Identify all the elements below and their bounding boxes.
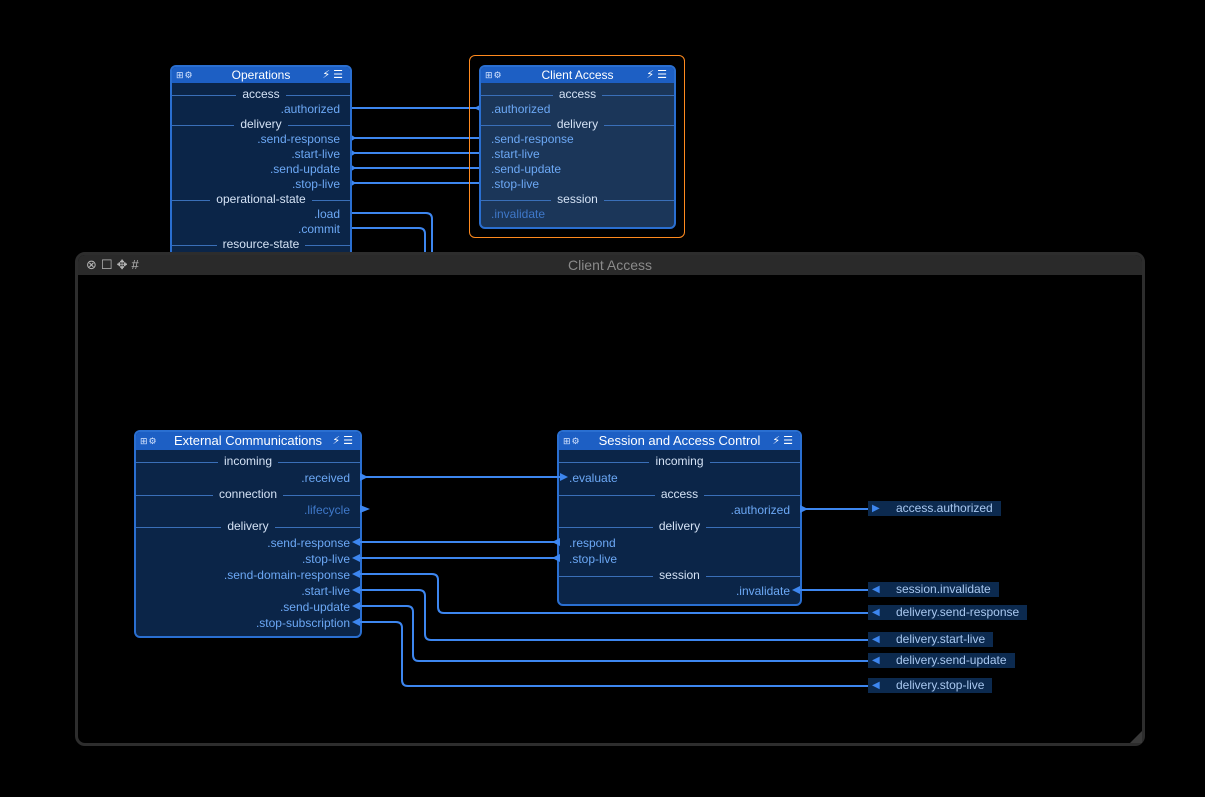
back-icon: ◀ xyxy=(872,634,880,645)
back-icon: ◀ xyxy=(872,584,880,595)
node-title: Session and Access Control xyxy=(598,433,761,448)
window-title: Client Access xyxy=(567,257,653,273)
tag-delivery-send-response[interactable]: ◀delivery.send-response xyxy=(868,605,1028,620)
port-load[interactable]: .load xyxy=(313,207,340,221)
section-session: session xyxy=(559,568,800,583)
operations-node-header[interactable]: ⊞⚙ Operations ⚡☰ xyxy=(172,67,350,83)
operations-node[interactable]: ⊞⚙ Operations ⚡☰ access .authorized deli… xyxy=(170,65,352,265)
section-delivery: delivery xyxy=(136,519,360,534)
port-evaluate[interactable]: .evaluate xyxy=(569,471,618,485)
section-resource-state: resource-state xyxy=(172,237,350,252)
external-communications-node[interactable]: ⊞⚙ External Communications ⚡☰ incoming .… xyxy=(134,430,362,638)
external-communications-node-header[interactable]: ⊞⚙ External Communications ⚡☰ xyxy=(136,432,360,450)
port-send-update[interactable]: .send-update xyxy=(269,162,340,176)
node-title: Client Access xyxy=(541,68,614,82)
section-delivery: delivery xyxy=(559,519,800,534)
window-titlebar[interactable]: ⊗☐✥# Client Access xyxy=(78,255,1142,275)
port-stop-subscription[interactable]: .stop-subscription xyxy=(255,616,350,630)
tag-session-invalidate[interactable]: ◀session.invalidate xyxy=(868,582,999,597)
session-access-control-node-header[interactable]: ⊞⚙ Session and Access Control ⚡☰ xyxy=(559,432,800,450)
node-type-icon[interactable]: ⊞⚙ xyxy=(140,436,158,446)
section-access: access xyxy=(559,487,800,502)
port-stop-live[interactable]: .stop-live xyxy=(301,552,350,566)
port-start-live[interactable]: .start-live xyxy=(491,147,540,161)
port-respond[interactable]: .respond xyxy=(569,536,616,550)
section-operational-state: operational-state xyxy=(172,192,350,207)
section-access: access xyxy=(481,87,674,102)
port-received[interactable]: .received xyxy=(301,471,350,485)
port-send-domain-response[interactable]: .send-domain-response xyxy=(223,568,350,582)
grid-icon[interactable]: # xyxy=(131,257,143,272)
client-access-node-header[interactable]: ⊞⚙ Client Access ⚡☰ xyxy=(481,67,674,83)
node-actions-icon[interactable]: ⚡☰ xyxy=(772,435,796,447)
port-start-live[interactable]: .start-live xyxy=(291,147,340,161)
resize-handle[interactable] xyxy=(1130,731,1142,743)
section-access: access xyxy=(172,87,350,102)
tag-delivery-start-live[interactable]: ◀delivery.start-live xyxy=(868,632,994,647)
section-delivery: delivery xyxy=(481,117,674,132)
selection-outline xyxy=(469,55,685,238)
section-connection: connection xyxy=(136,487,360,502)
node-type-icon[interactable]: ⊞⚙ xyxy=(485,70,503,80)
back-icon: ◀ xyxy=(872,680,880,691)
port-stop-live[interactable]: .stop-live xyxy=(569,552,618,566)
client-access-node[interactable]: ⊞⚙ Client Access ⚡☰ access .authorized d… xyxy=(479,65,676,229)
session-access-control-node[interactable]: ⊞⚙ Session and Access Control ⚡☰ incomin… xyxy=(557,430,802,606)
port-start-live[interactable]: .start-live xyxy=(301,584,350,598)
tag-delivery-stop-live[interactable]: ◀delivery.stop-live xyxy=(868,678,993,693)
port-authorized[interactable]: .authorized xyxy=(730,503,790,517)
port-commit[interactable]: .commit xyxy=(298,222,340,236)
back-icon: ◀ xyxy=(872,655,880,666)
port-authorized[interactable]: .authorized xyxy=(280,102,340,116)
tag-access-authorized[interactable]: ▶access.authorized xyxy=(868,501,1001,516)
port-authorized[interactable]: .authorized xyxy=(491,102,551,116)
node-actions-icon[interactable]: ⚡☰ xyxy=(322,69,346,81)
node-title: Operations xyxy=(231,68,291,82)
move-icon[interactable]: ✥ xyxy=(116,257,132,272)
tag-delivery-send-update[interactable]: ◀delivery.send-update xyxy=(868,653,1015,668)
port-send-response[interactable]: .send-response xyxy=(267,536,350,550)
port-stop-live[interactable]: .stop-live xyxy=(491,177,540,191)
maximize-icon[interactable]: ☐ xyxy=(100,257,117,272)
port-invalidate[interactable]: .invalidate xyxy=(491,207,546,221)
node-type-icon[interactable]: ⊞⚙ xyxy=(176,70,194,80)
port-stop-live[interactable]: .stop-live xyxy=(291,177,340,191)
node-type-icon[interactable]: ⊞⚙ xyxy=(563,436,581,446)
node-actions-icon[interactable]: ⚡☰ xyxy=(646,69,670,81)
section-incoming: incoming xyxy=(136,454,360,469)
port-send-response[interactable]: .send-response xyxy=(491,132,574,146)
section-delivery: delivery xyxy=(172,117,350,132)
back-icon: ◀ xyxy=(872,607,880,618)
node-title: External Communications xyxy=(173,433,323,448)
port-send-update[interactable]: .send-update xyxy=(279,600,350,614)
port-invalidate[interactable]: .invalidate xyxy=(735,584,790,598)
close-icon[interactable]: ⊗ xyxy=(86,257,101,272)
port-lifecycle[interactable]: .lifecycle xyxy=(303,503,350,517)
port-send-response[interactable]: .send-response xyxy=(257,132,340,146)
section-incoming: incoming xyxy=(559,454,800,469)
node-actions-icon[interactable]: ⚡☰ xyxy=(332,435,356,447)
play-icon: ▶ xyxy=(872,503,880,514)
section-session: session xyxy=(481,192,674,207)
port-send-update[interactable]: .send-update xyxy=(491,162,562,176)
